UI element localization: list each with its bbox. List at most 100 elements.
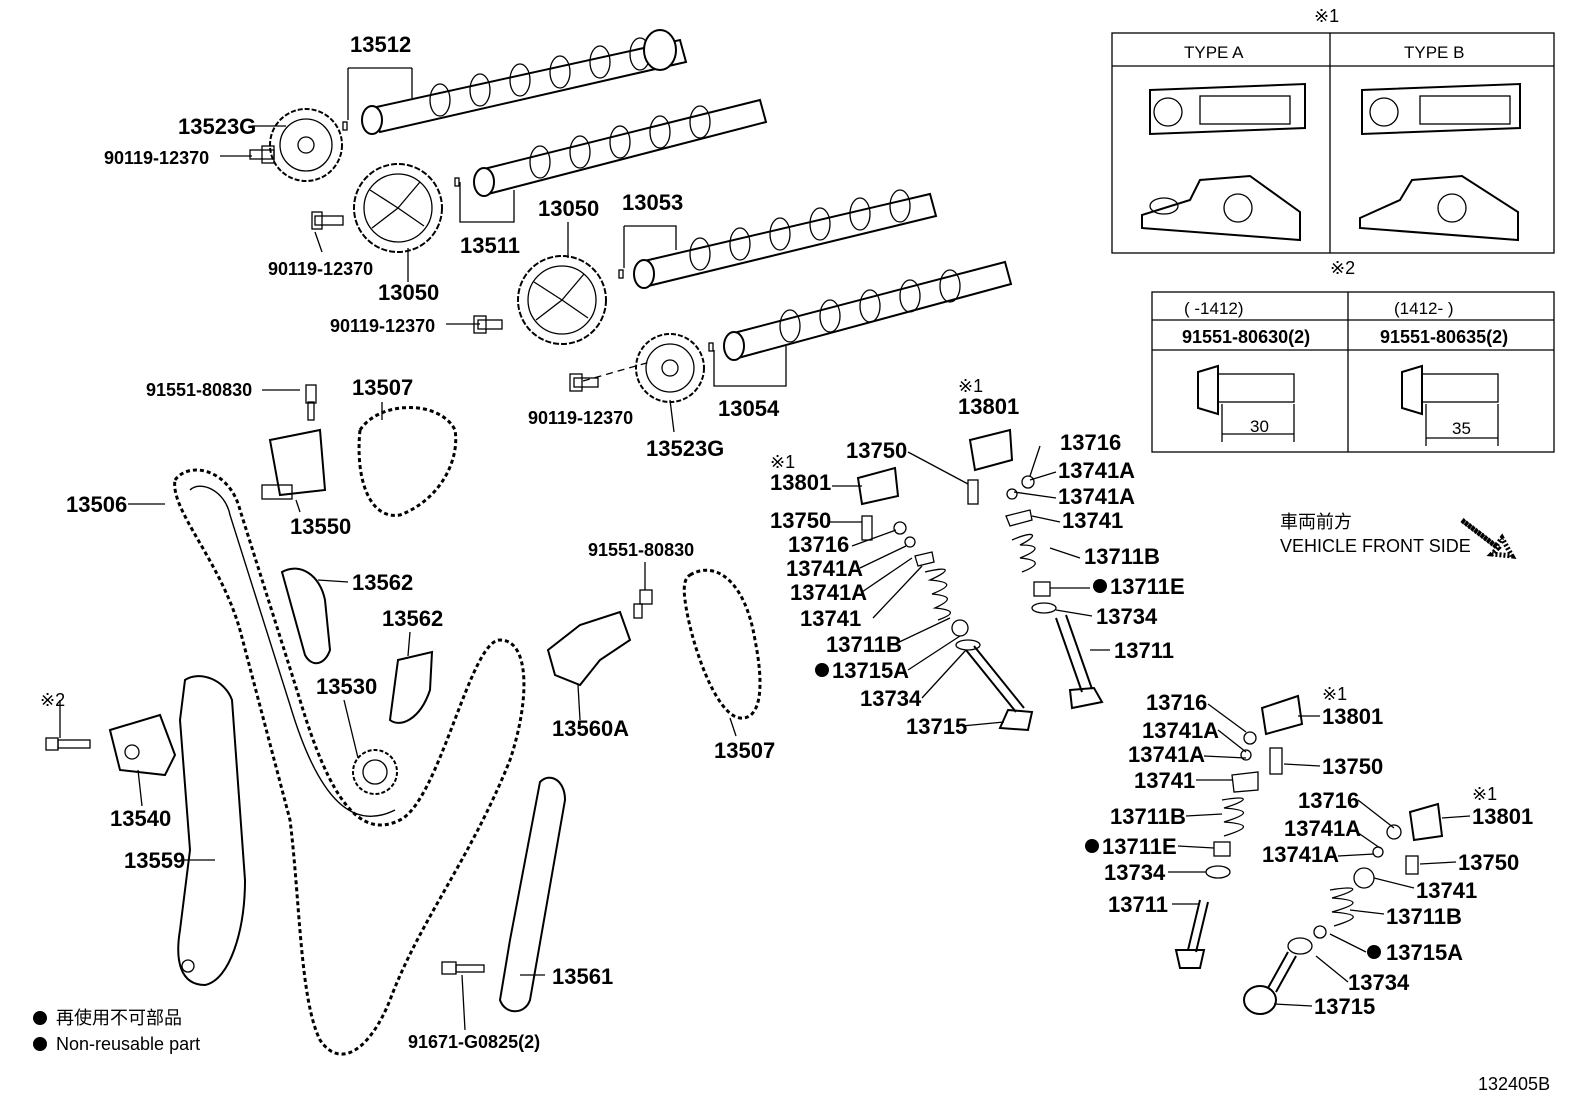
vvt-gear-13050-lower bbox=[517, 255, 607, 345]
non-reusable-dot bbox=[815, 663, 829, 677]
label-90119-12370-a: 90119-12370 bbox=[104, 148, 209, 168]
label-13506: 13506 bbox=[66, 492, 127, 517]
label-13715a-d: 13715A bbox=[1386, 940, 1463, 965]
direction-jp: 車両前方 bbox=[1280, 512, 1352, 532]
label-13715-d: 13715 bbox=[1314, 994, 1375, 1019]
sprocket-13523g-upper bbox=[269, 108, 343, 182]
legend-dot-2 bbox=[33, 1037, 47, 1051]
label-13716-d: 13716 bbox=[1298, 788, 1359, 813]
label-13716-a: 13716 bbox=[1060, 430, 1121, 455]
front-arrow-icon bbox=[1460, 518, 1517, 559]
sprocket-13530 bbox=[352, 749, 398, 795]
note-mark-1d: ※1 bbox=[1472, 784, 1497, 804]
sprocket-13523g-lower bbox=[635, 333, 705, 403]
label-13711-a: 13711 bbox=[1114, 638, 1174, 663]
label-13715a-b: 13715A bbox=[832, 658, 909, 683]
label-13511: 13511 bbox=[460, 233, 520, 258]
chain-guide-13561 bbox=[498, 776, 567, 1013]
tensioner-13560a bbox=[546, 610, 632, 687]
label-91671-g0825: 91671-G0825(2) bbox=[408, 1032, 540, 1052]
bolt-col2-header: (1412- ) bbox=[1394, 299, 1454, 318]
direction-en: VEHICLE FRONT SIDE bbox=[1280, 536, 1471, 556]
bolt-box-mark: ※2 bbox=[1330, 258, 1355, 278]
label-13750-b: 13750 bbox=[770, 508, 831, 533]
bolt-col2-dim: 35 bbox=[1452, 419, 1471, 438]
valve-group-c bbox=[1174, 694, 1304, 969]
note-mark-1a: ※1 bbox=[958, 376, 983, 396]
label-13741a-d1: 13741A bbox=[1284, 816, 1361, 841]
label-13750-c: 13750 bbox=[1322, 754, 1383, 779]
label-13523g-lower: 13523G bbox=[646, 436, 724, 461]
bolt-col1-dim: 30 bbox=[1250, 417, 1269, 436]
label-13711b-c: 13711B bbox=[1110, 804, 1186, 829]
label-13741-d: 13741 bbox=[1416, 878, 1477, 903]
label-13741a-b1: 13741A bbox=[786, 556, 863, 581]
label-90119-12370-d: 90119-12370 bbox=[528, 408, 633, 428]
legend-jp: 再使用不可部品 bbox=[56, 1008, 182, 1028]
label-91551-80830-b: 91551-80830 bbox=[588, 540, 694, 560]
type-b-label: TYPE B bbox=[1404, 43, 1464, 62]
rocker-arm-type-a-icon bbox=[1141, 82, 1306, 242]
valve-group-d bbox=[1243, 802, 1444, 1015]
camshaft-13512 bbox=[342, 29, 688, 135]
label-13550: 13550 bbox=[290, 514, 351, 539]
label-13801-b: 13801 bbox=[770, 470, 831, 495]
bolt-30mm-icon: 30 bbox=[1197, 364, 1295, 442]
vvt-gear-13050-upper bbox=[353, 163, 443, 253]
label-13561: 13561 bbox=[552, 964, 613, 989]
legend-en: Non-reusable part bbox=[56, 1034, 200, 1054]
type-box-mark: ※1 bbox=[1314, 6, 1339, 26]
label-13711e-a: 13711E bbox=[1110, 574, 1185, 599]
label-13734-b: 13734 bbox=[860, 686, 922, 711]
label-13801-d: 13801 bbox=[1472, 804, 1533, 829]
note-marks: ※1 ※1 ※1 ※1 ※2 bbox=[40, 376, 1497, 804]
part-labels: 13512 13523G 90119-12370 90119-12370 130… bbox=[66, 32, 1533, 1052]
label-13716-b: 13716 bbox=[788, 532, 849, 557]
label-13523g-upper: 13523G bbox=[178, 114, 256, 139]
camshaft-13054 bbox=[708, 260, 1013, 361]
label-13711-c: 13711 bbox=[1108, 892, 1168, 917]
label-13715-b: 13715 bbox=[906, 714, 967, 739]
bolt-35mm-icon: 35 bbox=[1401, 364, 1499, 446]
label-13053: 13053 bbox=[622, 190, 683, 215]
label-13741a-a1: 13741A bbox=[1058, 458, 1135, 483]
camshaft-13053 bbox=[618, 189, 938, 289]
leader-lines bbox=[59, 67, 1471, 1031]
camshaft-13511 bbox=[454, 98, 768, 197]
non-reusable-dot bbox=[1085, 839, 1099, 853]
label-13562-b: 13562 bbox=[382, 606, 443, 631]
label-13741a-d2: 13741A bbox=[1262, 842, 1339, 867]
label-13540: 13540 bbox=[110, 806, 171, 831]
label-13507-b: 13507 bbox=[714, 738, 775, 763]
label-13750-d: 13750 bbox=[1458, 850, 1519, 875]
label-13050-b: 13050 bbox=[538, 196, 599, 221]
note-mark-1c: ※1 bbox=[1322, 684, 1347, 704]
label-13734-a: 13734 bbox=[1096, 604, 1158, 629]
label-13507-a: 13507 bbox=[352, 375, 413, 400]
rocker-arm-type-b-icon bbox=[1359, 82, 1521, 242]
label-13716-c: 13716 bbox=[1146, 690, 1207, 715]
label-13054: 13054 bbox=[718, 396, 780, 421]
label-13711e-c: 13711E bbox=[1102, 834, 1177, 859]
label-13711b-b: 13711B bbox=[826, 632, 902, 657]
label-13711b-d: 13711B bbox=[1386, 904, 1462, 929]
label-13741a-c2: 13741A bbox=[1128, 742, 1205, 767]
vehicle-front-direction: 車両前方 VEHICLE FRONT SIDE bbox=[1280, 512, 1517, 559]
label-13741-c: 13741 bbox=[1134, 768, 1195, 793]
non-reusable-dot bbox=[1093, 579, 1107, 593]
label-13711b-a: 13711B bbox=[1084, 544, 1160, 569]
bolt-col1-header: ( -1412) bbox=[1184, 299, 1244, 318]
label-13559: 13559 bbox=[124, 848, 185, 873]
chain-guide-13562-a bbox=[280, 567, 332, 665]
label-13741-b: 13741 bbox=[800, 606, 861, 631]
label-13801-a: 13801 bbox=[958, 394, 1019, 419]
label-13512: 13512 bbox=[350, 32, 411, 57]
bolt-col1-part: 91551-80630(2) bbox=[1182, 327, 1310, 347]
rocker-type-box: ※1 TYPE A TYPE B bbox=[1111, 6, 1555, 254]
timing-chain-13506 bbox=[173, 468, 526, 1056]
label-13530: 13530 bbox=[316, 674, 377, 699]
valve-group-a bbox=[967, 428, 1104, 710]
note-mark-2: ※2 bbox=[40, 690, 65, 710]
label-13050-a: 13050 bbox=[378, 280, 439, 305]
